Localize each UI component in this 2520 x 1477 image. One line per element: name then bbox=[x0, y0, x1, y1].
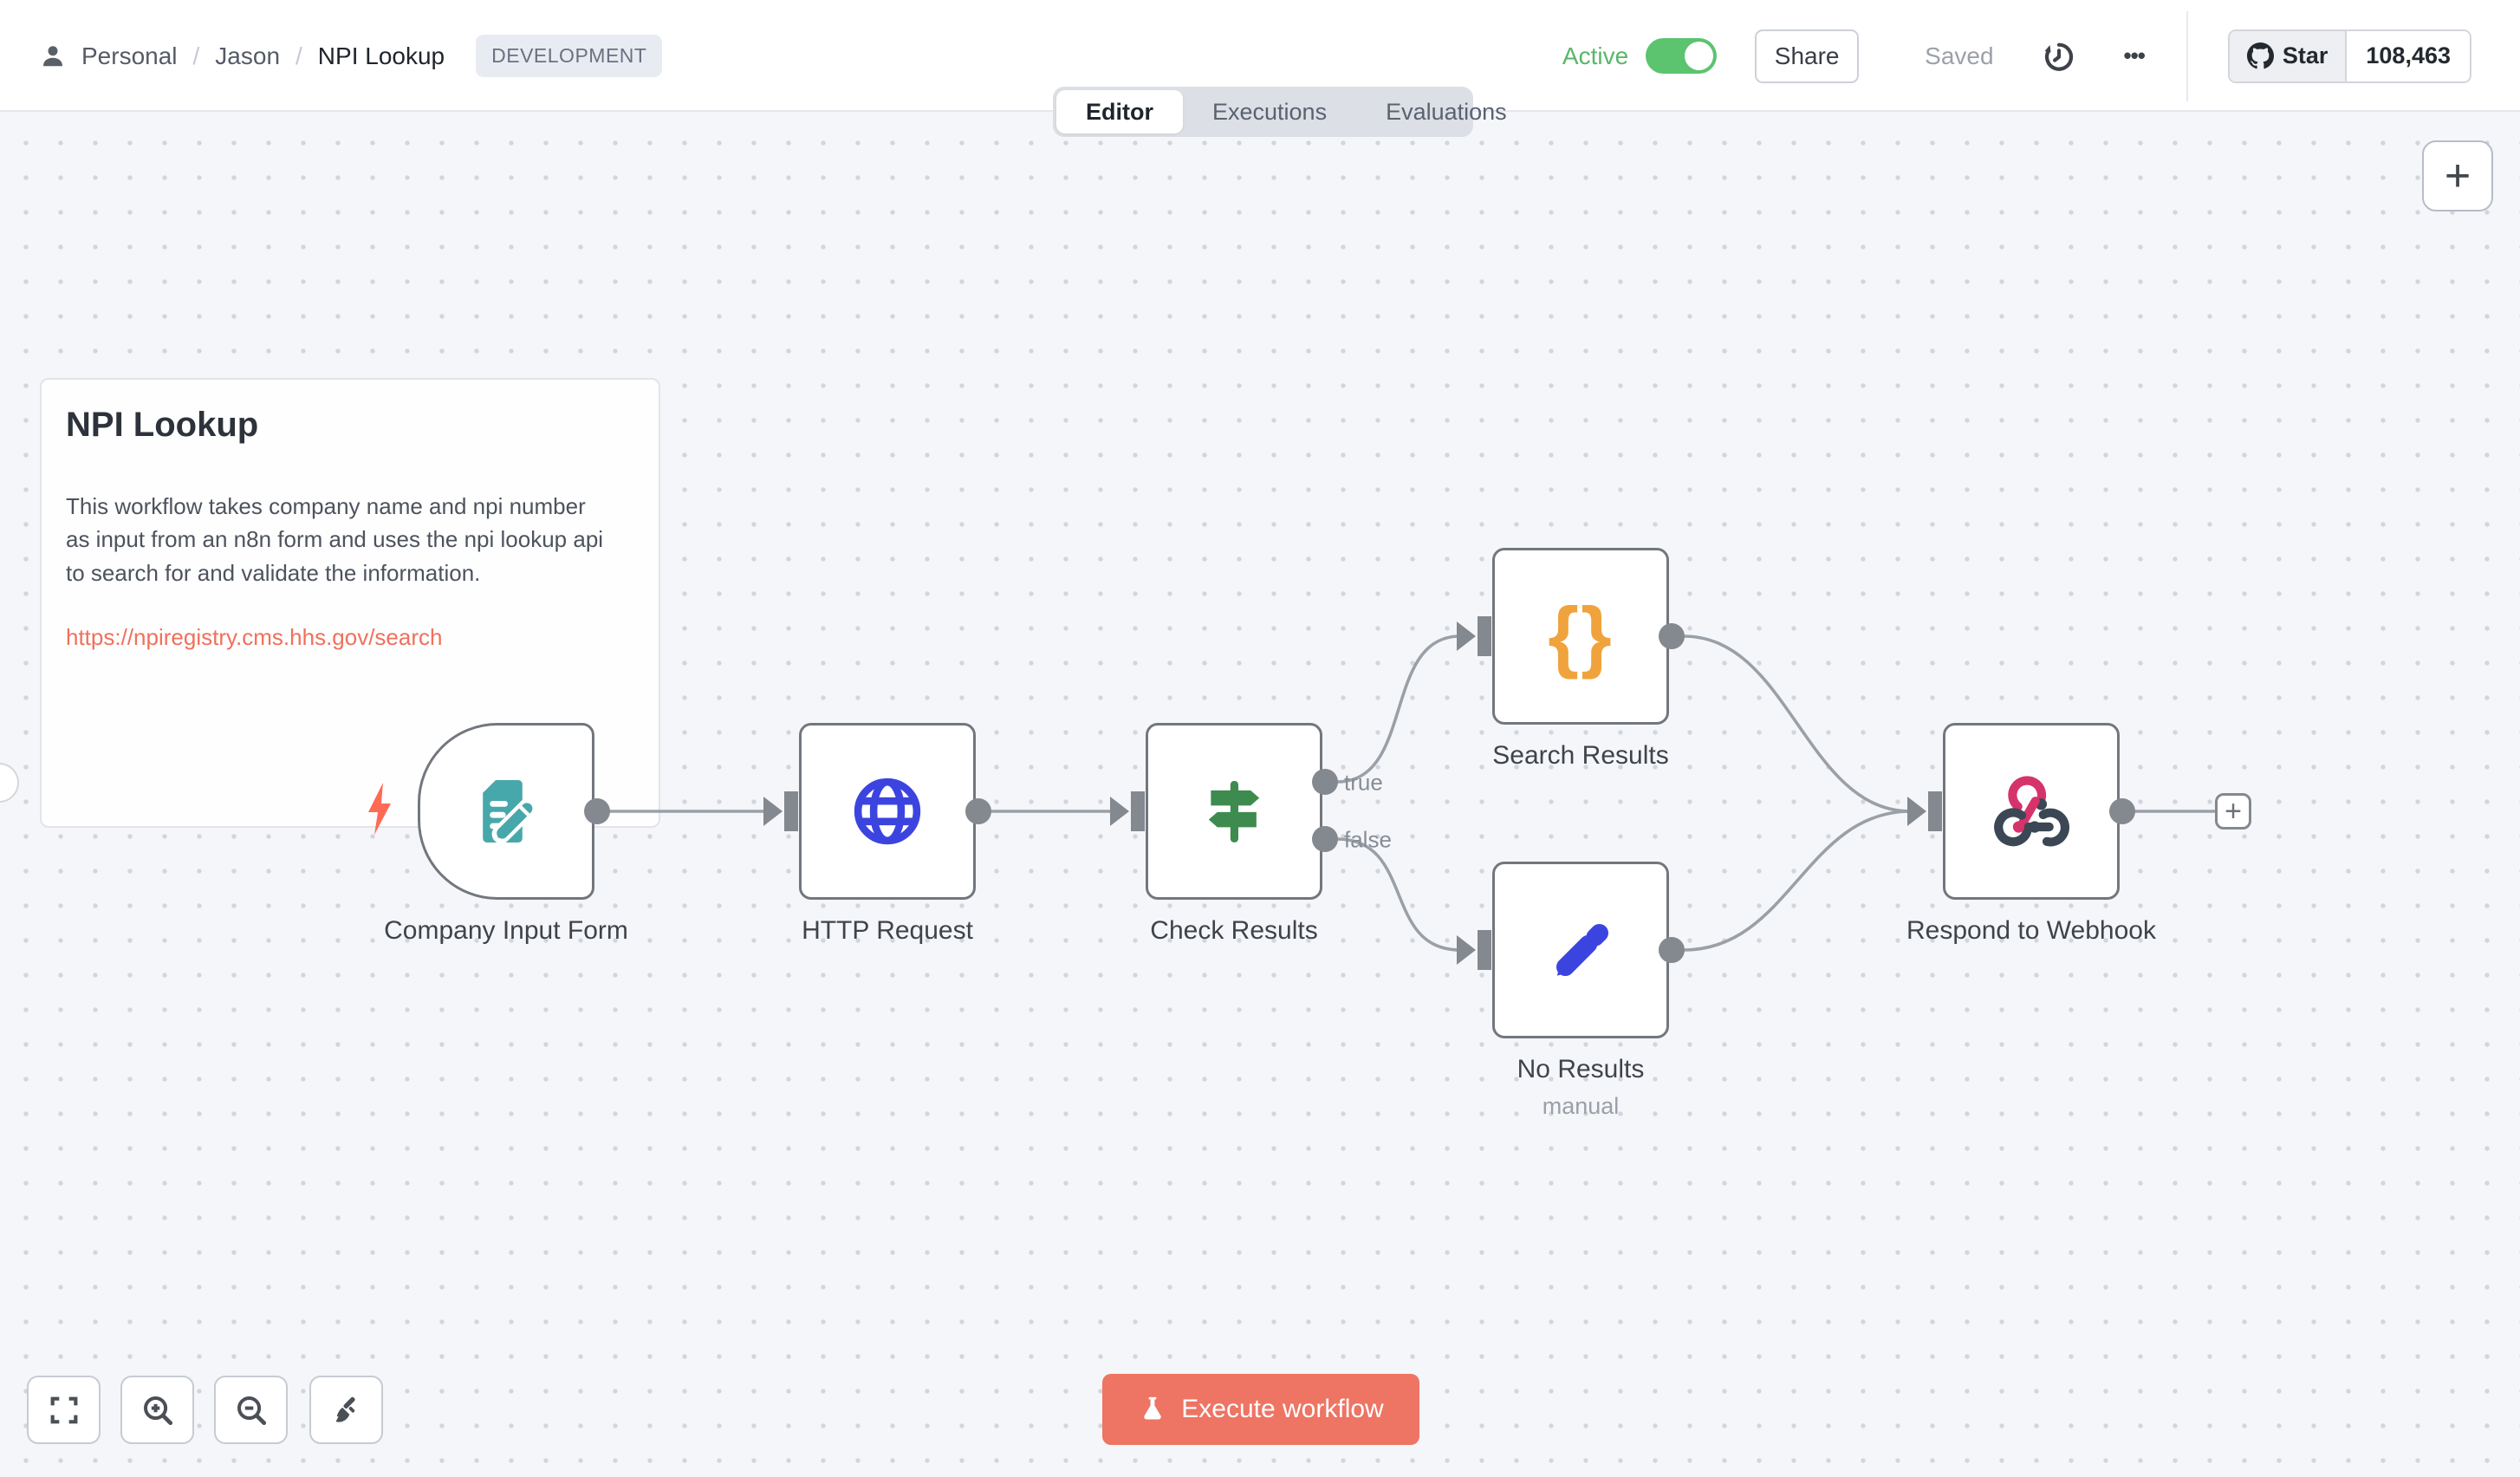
execute-workflow-button[interactable]: Execute workflow bbox=[1102, 1374, 1419, 1445]
trigger-bolt-icon bbox=[368, 783, 391, 835]
breadcrumb-project[interactable]: Personal bbox=[81, 42, 178, 69]
tab-executions[interactable]: Executions bbox=[1212, 98, 1328, 125]
node-company-input-form[interactable]: Company Input Form bbox=[384, 723, 628, 945]
output-port-true[interactable] bbox=[1312, 769, 1338, 795]
input-port[interactable] bbox=[762, 789, 802, 834]
sticky-note-link[interactable]: https://npiregistry.cms.hhs.gov/search bbox=[66, 624, 443, 651]
signpost-icon bbox=[1208, 781, 1260, 843]
saved-status: Saved bbox=[1925, 42, 1994, 69]
node-no-results[interactable]: No Results manual bbox=[1457, 862, 1685, 1119]
header-divider bbox=[2186, 10, 2188, 101]
pencil-icon bbox=[1556, 923, 1608, 976]
node-label: Search Results bbox=[1492, 741, 1669, 770]
add-next-node-button[interactable]: + bbox=[2215, 793, 2251, 830]
connection-noresults-to-respond[interactable] bbox=[1683, 810, 1912, 952]
github-icon bbox=[2246, 42, 2274, 69]
output-port[interactable] bbox=[1659, 937, 1685, 963]
globe-icon bbox=[854, 778, 921, 845]
sticky-note-title: NPI Lookup bbox=[66, 406, 259, 444]
broom-icon bbox=[335, 1396, 355, 1422]
output-label-true: true bbox=[1344, 769, 1383, 796]
connection-check-false-to-noresults[interactable] bbox=[1336, 837, 1461, 952]
node-label: Company Input Form bbox=[384, 916, 628, 945]
form-icon bbox=[483, 780, 537, 844]
environment-badge: DEVELOPMENT bbox=[476, 35, 663, 77]
braces-icon: {} bbox=[1548, 591, 1614, 680]
active-toggle[interactable] bbox=[1646, 38, 1718, 74]
fit-view-icon bbox=[50, 1396, 77, 1423]
breadcrumb-folder[interactable]: Jason bbox=[215, 42, 281, 69]
history-button[interactable] bbox=[2041, 38, 2077, 75]
node-search-results[interactable]: {} Search Results bbox=[1457, 548, 1685, 770]
node-label: Check Results bbox=[1150, 916, 1318, 945]
output-port[interactable] bbox=[2109, 798, 2135, 824]
output-port-false[interactable] bbox=[1312, 826, 1338, 852]
node-http-request[interactable]: HTTP Request bbox=[763, 723, 991, 945]
breadcrumb: Personal / Jason / NPI Lookup DEVELOPMEN… bbox=[40, 0, 663, 112]
tab-editor[interactable]: Editor bbox=[1056, 90, 1183, 133]
node-subtitle: manual bbox=[1542, 1093, 1620, 1119]
share-button[interactable]: Share bbox=[1755, 29, 1860, 83]
output-port[interactable] bbox=[1659, 623, 1685, 649]
header-actions: Active Share Saved ••• bbox=[1562, 0, 2471, 112]
history-icon bbox=[2044, 42, 2073, 71]
output-label-false: false bbox=[1344, 826, 1392, 853]
add-node-button[interactable]: + bbox=[2422, 140, 2493, 211]
sticky-note-body: This workflow takes company name and npi… bbox=[66, 493, 604, 586]
ellipsis-icon: ••• bbox=[2123, 42, 2146, 68]
input-port[interactable] bbox=[1108, 789, 1148, 834]
zoom-out-icon bbox=[237, 1396, 266, 1425]
github-star-widget[interactable]: Star 108,463 bbox=[2227, 29, 2471, 83]
node-label: HTTP Request bbox=[802, 916, 973, 945]
zoom-out-button[interactable] bbox=[214, 1376, 288, 1444]
active-label: Active bbox=[1562, 42, 1629, 69]
fit-view-button[interactable] bbox=[27, 1376, 101, 1444]
input-port[interactable] bbox=[1455, 927, 1495, 973]
breadcrumb-separator: / bbox=[296, 42, 302, 69]
node-respond-to-webhook[interactable]: Respond to Webhook bbox=[1906, 723, 2156, 945]
breadcrumb-separator: / bbox=[192, 42, 200, 69]
connection-check-true-to-search[interactable] bbox=[1336, 634, 1461, 784]
node-check-results[interactable]: Check Results bbox=[1110, 723, 1338, 945]
input-port[interactable] bbox=[1455, 614, 1495, 659]
zoom-in-icon bbox=[143, 1396, 172, 1425]
zoom-in-button[interactable] bbox=[120, 1376, 194, 1444]
github-star-button[interactable]: Star bbox=[2229, 30, 2346, 81]
output-port[interactable] bbox=[584, 798, 610, 824]
view-tabs: Editor Executions Evaluations bbox=[1053, 87, 1507, 137]
node-label: No Results bbox=[1517, 1055, 1645, 1083]
breadcrumb-workflow-name[interactable]: NPI Lookup bbox=[317, 42, 445, 69]
output-port[interactable] bbox=[965, 798, 991, 824]
github-star-label: Star bbox=[2282, 42, 2328, 68]
toggle-knob bbox=[1685, 42, 1714, 70]
flask-icon bbox=[1144, 1396, 1162, 1420]
webhook-icon bbox=[1994, 776, 2070, 847]
user-icon bbox=[43, 45, 62, 66]
tidy-up-button[interactable] bbox=[309, 1376, 383, 1444]
node-label: Respond to Webhook bbox=[1906, 916, 2156, 945]
github-star-count[interactable]: 108,463 bbox=[2345, 30, 2470, 81]
connection-search-to-respond[interactable] bbox=[1683, 634, 1912, 813]
tab-evaluations[interactable]: Evaluations bbox=[1386, 98, 1507, 125]
execute-workflow-label: Execute workflow bbox=[1181, 1395, 1384, 1423]
input-port[interactable] bbox=[1906, 789, 1945, 834]
more-options-button[interactable]: ••• bbox=[2123, 42, 2146, 69]
